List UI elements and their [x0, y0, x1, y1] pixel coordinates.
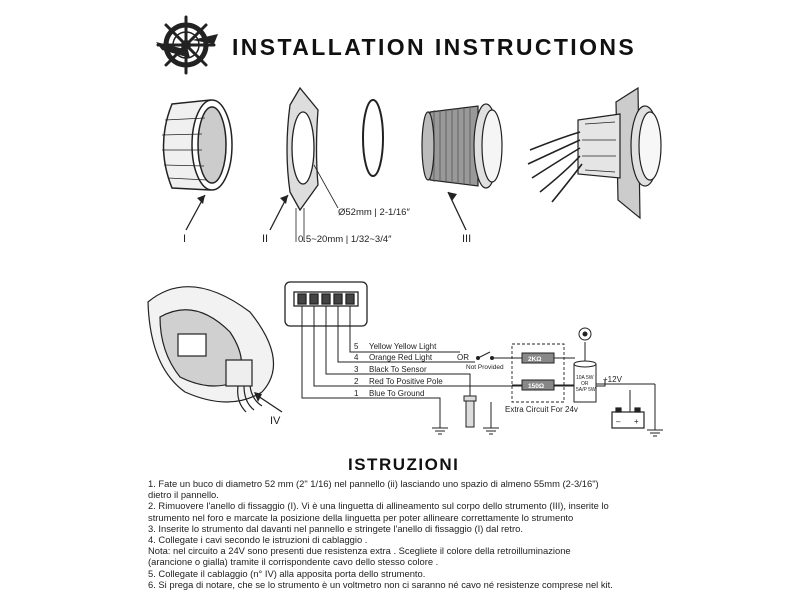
wire-4-number: 4 — [354, 353, 359, 362]
parts-illustration: I II III Ø52mm | 2-1/16″ 0.5~20mm | 1/32… — [161, 86, 662, 245]
label-part-iii: III — [462, 233, 471, 245]
extra-circuit-box — [511, 343, 565, 403]
voltage-label: +12V — [603, 375, 623, 384]
fuse-cylinder — [573, 327, 597, 403]
extra-circuit-label: Extra Circuit For 24v — [505, 405, 578, 414]
gauge-body-part — [421, 103, 503, 189]
wire-5-number: 5 — [354, 342, 359, 351]
assembled-gauge — [527, 86, 662, 220]
wire-1-label: Blue To Ground — [369, 389, 424, 398]
instruction-line: 1. Fate un buco di diametro 52 mm (2" 1/… — [148, 478, 599, 489]
wire-2-number: 2 — [354, 377, 359, 386]
wire-4-label: Orange Red Light — [369, 353, 433, 362]
wire-5-label: Yellow Yellow Light — [369, 342, 437, 351]
fuse-label-3: 5A/P 5W — [576, 387, 596, 393]
or-label: OR — [457, 353, 469, 362]
panel-part — [286, 86, 319, 212]
wire-3-label: Black To Sensor — [369, 365, 427, 374]
battery-minus: – — [616, 417, 621, 426]
resistor-150 — [512, 379, 575, 391]
wire-1-number: 1 — [354, 389, 359, 398]
label-part-i: I — [183, 233, 186, 245]
resistor-2k — [515, 352, 575, 364]
panel-thickness-label: 0.5~20mm | 1/32~3/4″ — [298, 234, 392, 245]
instruction-line: 4. Collegate i cavi secondo le istruzion… — [148, 534, 368, 546]
battery-plus: + — [634, 417, 639, 426]
battery-icon — [611, 407, 645, 429]
instruction-line: (arancione o gialla) tramite il corrispo… — [148, 556, 439, 568]
instruction-line: 5. Collegate il cablaggio (n° IV) alla a… — [148, 567, 426, 579]
instruction-line: strumento nel foro e marcate la posizion… — [148, 511, 574, 523]
ship-wheel-logo-icon — [156, 15, 218, 75]
fuse-label-2: OR — [581, 381, 589, 387]
wire-2-label: Red To Positive Pole — [369, 377, 443, 386]
resistor-150-label: 150Ω — [528, 383, 544, 390]
page-title: INSTALLATION INSTRUCTIONS — [232, 34, 637, 60]
label-part-ii: II — [262, 233, 268, 245]
resistor-2k-label: 2KΩ — [528, 356, 542, 363]
fuse-label-1: 10A 5W — [576, 375, 594, 381]
wiring-diagram: 5 Yellow Yellow Light 4 Orange Red Light… — [147, 281, 663, 437]
instruction-line: 2. Rimuovere l'anello di fissaggio (I). … — [148, 500, 609, 512]
instructions-list: 1. Fate un buco di diametro 52 mm (2" 1/… — [148, 478, 668, 590]
section-title: ISTRUZIONI — [348, 455, 460, 474]
label-part-iv: IV — [270, 415, 281, 427]
instruction-line: 3. Inserite lo strumento dal davanti nel… — [148, 522, 523, 534]
instruction-line: dietro il pannello. — [148, 489, 219, 501]
gauge-rear-closeup — [147, 286, 275, 413]
gasket-part — [362, 99, 384, 177]
mounting-ring-part — [161, 99, 233, 191]
wire-3-number: 3 — [354, 365, 359, 374]
wire-connector — [284, 281, 368, 327]
hole-diameter-label: Ø52mm | 2-1/16″ — [338, 207, 410, 218]
switch-symbol — [476, 351, 515, 360]
not-provided-label: Not Provided — [466, 364, 504, 371]
ground-symbols — [432, 402, 663, 437]
instruction-line: Nota: nel circuito a 24V sono presenti d… — [148, 545, 571, 557]
sensor-bolt — [463, 395, 477, 428]
instruction-line: 6. Si prega di notare, che se lo strumen… — [148, 578, 613, 590]
